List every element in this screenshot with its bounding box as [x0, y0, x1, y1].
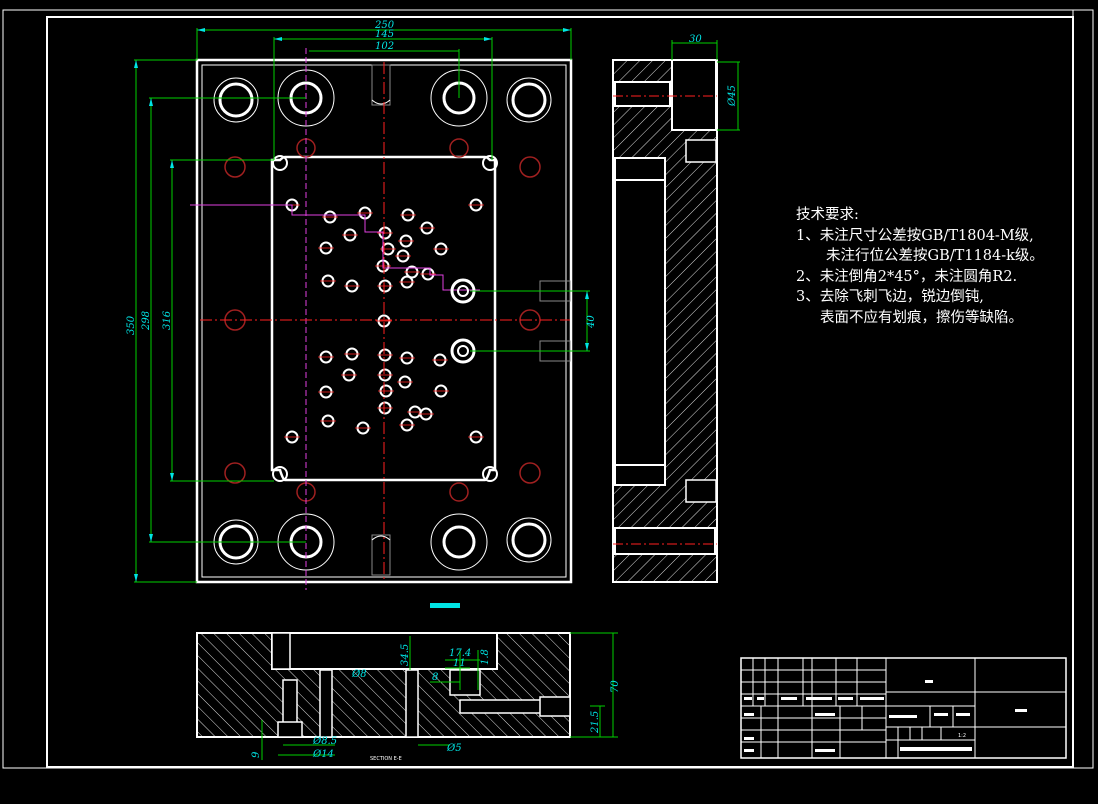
note-3: 3、去除飞刺飞边，锐边倒钝, [796, 289, 984, 305]
dim-inner-span: 102 [375, 41, 394, 52]
dim-guide-span: 145 [375, 29, 394, 40]
centerlines [200, 62, 570, 580]
dim-depth-a: 34.5 [400, 644, 411, 666]
dim-side-bore: Ø45 [727, 85, 738, 107]
dim-height: 70 [610, 680, 621, 693]
section-view: 17.4 11 8 Ø8 Ø8.5 Ø14 Ø5 34.5 1.8 70 21.… [196, 632, 621, 762]
dim-pitch-b: 316 [162, 310, 173, 330]
dim-d7: Ø5 [446, 743, 462, 754]
top-view: 250 145 102 350 298 316 40 [126, 20, 597, 590]
notes-heading: 技术要求: [796, 207, 859, 223]
dim-d5: Ø8.5 [312, 736, 337, 747]
title-block-scale: 1:2 [958, 733, 966, 739]
dim-d1: 17.4 [449, 648, 471, 659]
dim-d8: 9 [251, 751, 262, 758]
dim-pitch-a: 298 [141, 311, 152, 331]
dim-overall-height: 350 [126, 315, 137, 335]
dim-overall-width: 250 [374, 20, 395, 31]
hidden-lines [190, 48, 480, 590]
dim-d6: Ø14 [312, 749, 334, 760]
note-3b: 表面不应有划痕，擦伤等缺陷。 [820, 309, 1023, 326]
dim-d3: 1.8 [480, 649, 491, 665]
note-1b: 未注行位公差按GB/T1184-k级。 [826, 248, 1044, 264]
dimension-arrows [134, 28, 589, 582]
dim-side-width: 30 [689, 34, 702, 45]
dim-h2: 21.5 [590, 711, 601, 734]
section-label: SECTION E-E [370, 756, 402, 762]
ejector-holes [284, 198, 484, 444]
dim-d4: 8 [432, 672, 438, 683]
dim-dh: Ø8 [351, 669, 367, 680]
view-label-marker [430, 603, 460, 608]
dimension-lines [134, 28, 590, 583]
dim-d2: 11 [453, 658, 466, 669]
technical-requirements: 技术要求: 1、未注尺寸公差按GB/T1804-M级, 未注行位公差按GB/T1… [796, 205, 1044, 328]
side-view: 30 Ø45 [612, 34, 740, 583]
dim-offset: 40 [586, 315, 597, 329]
title-block [740, 657, 1067, 759]
note-2: 2、未注倒角2*45°，未注圆角R2. [796, 268, 1018, 285]
note-1: 1、未注尺寸公差按GB/T1804-M级, [796, 227, 1034, 244]
guide-bores [213, 69, 552, 571]
title-block-marks [744, 680, 1027, 752]
